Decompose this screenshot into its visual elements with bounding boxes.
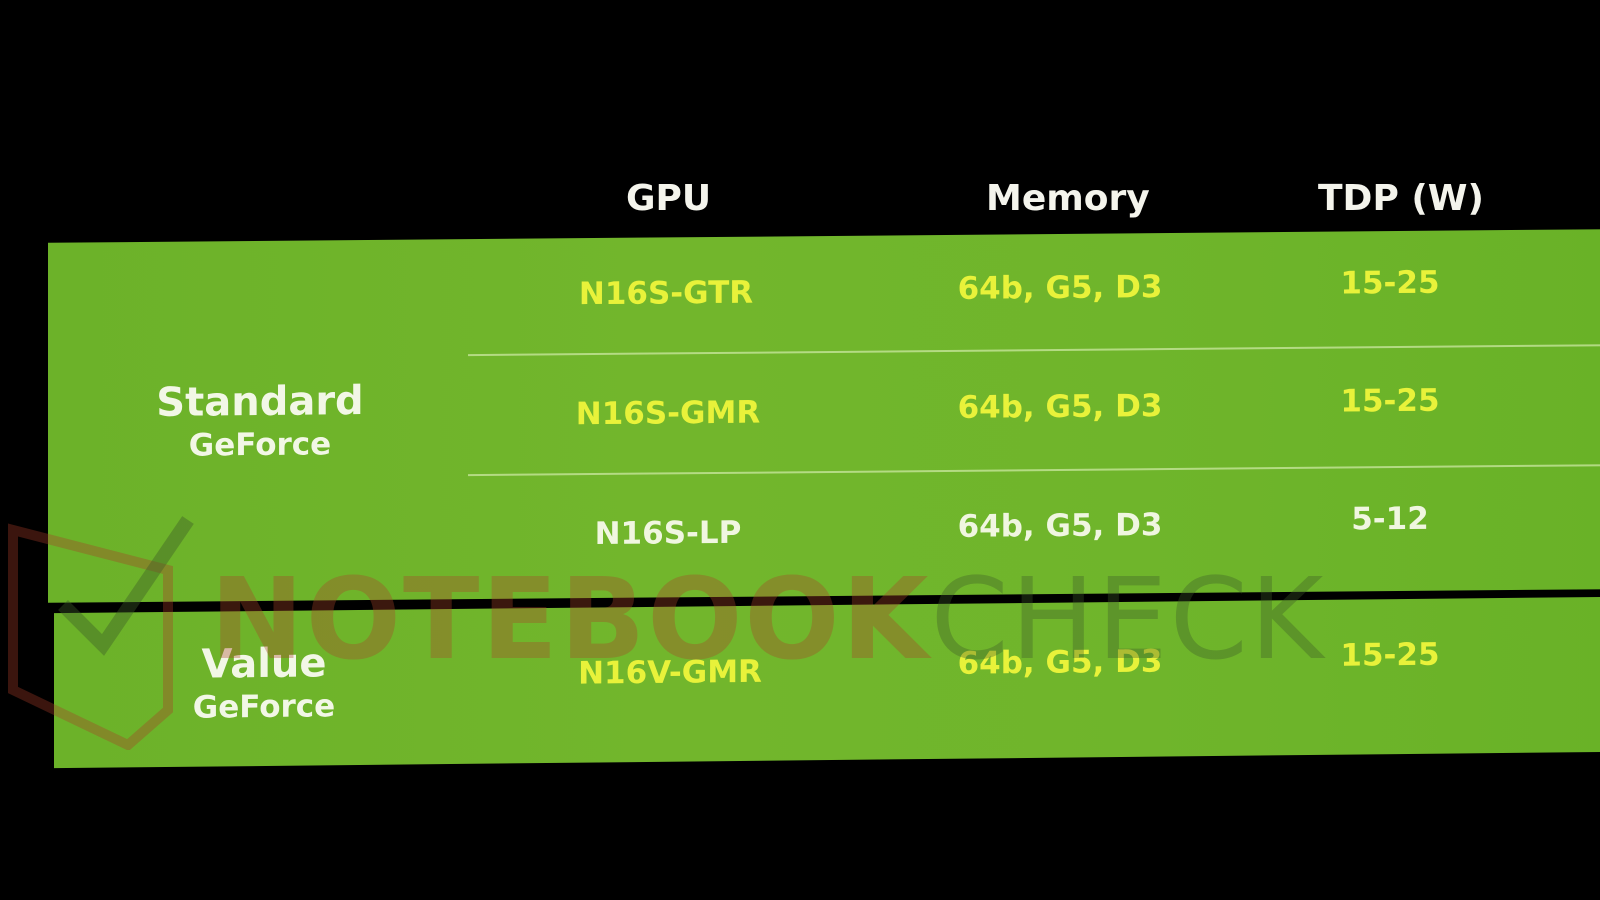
header-tdp: TDP (W) [1318, 178, 1484, 219]
memory-cell: 64b, G5, D3 [957, 388, 1163, 426]
gpu-cell: N16S-LP [594, 514, 742, 553]
group-subtitle: GeForce [188, 426, 332, 464]
watermark-part1: NOTEBOOK [210, 555, 931, 685]
tdp-cell: 15-25 [1340, 264, 1440, 302]
tdp-cell: 5-12 [1351, 500, 1429, 538]
group-title: Standard [156, 378, 364, 426]
row-divider [468, 344, 1600, 357]
table-row: N16S-LP 64b, G5, D3 5-12 [48, 229, 1600, 552]
gpu-cell: N16S-GTR [578, 274, 754, 313]
group-standard: Standard GeForce [156, 378, 363, 464]
watermark-part2: CHECK [930, 555, 1326, 685]
gpu-cell: N16S-GMR [575, 394, 761, 433]
header-memory: Memory [986, 178, 1150, 219]
group-subtitle: GeForce [192, 688, 336, 726]
watermark-logo-icon [8, 516, 194, 750]
memory-cell: 64b, G5, D3 [957, 507, 1163, 545]
table-row: N16S-GTR 64b, G5, D3 15-25 [48, 229, 1600, 313]
row-divider [468, 464, 1600, 477]
standard-panel: Standard GeForce N16S-GTR 64b, G5, D3 15… [48, 229, 1600, 603]
table-row: N16S-GMR 64b, G5, D3 15-25 [48, 229, 1600, 433]
tdp-cell: 15-25 [1340, 382, 1440, 420]
tdp-cell: 15-25 [1340, 636, 1440, 674]
memory-cell: 64b, G5, D3 [957, 269, 1163, 307]
watermark: NOTEBOOKCHECK [210, 555, 1325, 685]
header-gpu: GPU [626, 178, 712, 219]
